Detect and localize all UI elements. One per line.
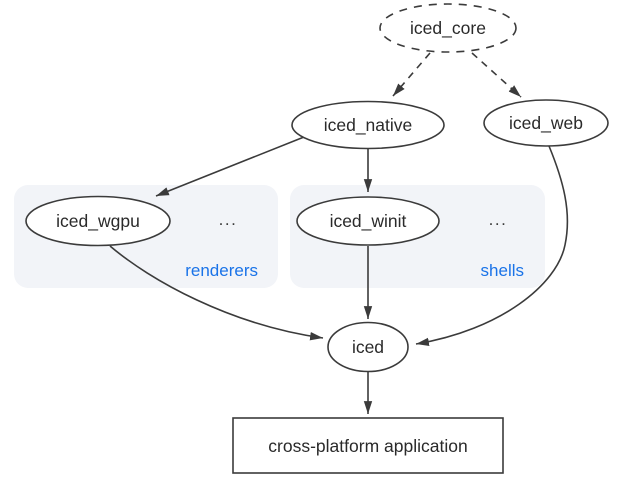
node-iced-winit-label: iced_winit	[330, 211, 407, 232]
renderers-group-label: renderers	[185, 261, 258, 280]
edge-iced-native-to-iced-wgpu	[155, 136, 305, 197]
node-iced-wgpu	[25, 195, 171, 247]
edge-iced-core-to-iced-native	[392, 52, 431, 97]
node-iced-core-label: iced_core	[410, 18, 486, 39]
node-iced-web	[483, 99, 609, 147]
edge-iced-web-to-iced	[415, 145, 569, 347]
edge-iced-wgpu-to-iced	[109, 245, 324, 341]
renderers-more-indicator: ...	[219, 210, 238, 229]
node-iced-native-label: iced_native	[324, 115, 413, 136]
node-iced-web-label: iced_web	[509, 113, 583, 134]
node-application-label: cross-platform application	[268, 436, 467, 456]
node-iced-label: iced	[352, 337, 384, 357]
node-iced-core	[379, 3, 517, 53]
node-iced-wgpu-label: iced_wgpu	[56, 211, 140, 232]
edge-iced-core-to-iced-web	[471, 52, 522, 98]
node-iced	[327, 321, 409, 373]
node-iced-native	[291, 100, 445, 150]
node-iced-winit	[296, 196, 440, 246]
node-application	[232, 417, 504, 474]
shells-more-indicator: ...	[489, 210, 508, 229]
shells-group-label: shells	[481, 261, 524, 280]
